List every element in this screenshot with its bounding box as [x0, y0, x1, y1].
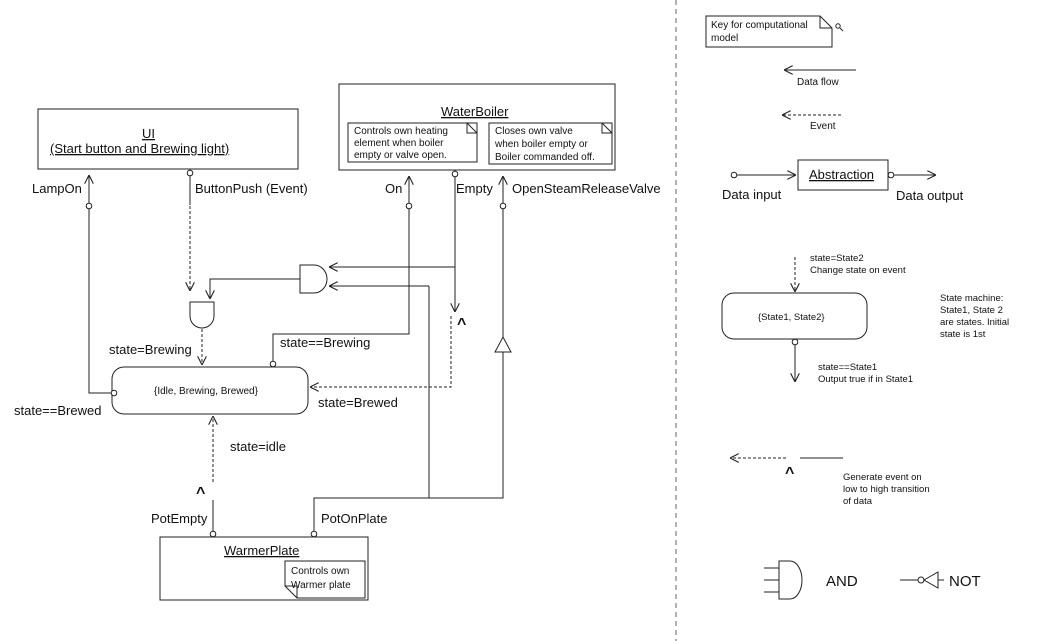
- key-state-machine: state=State2 Change state on event {Stat…: [721, 253, 1009, 385]
- button-push-flow: ButtonPush (Event): [187, 169, 308, 291]
- water-boiler-note1-line1: Controls own heating: [354, 126, 448, 137]
- water-boiler-note2-line2: when boiler empty or: [494, 139, 588, 150]
- key-sm-desc-line4: state is 1st: [940, 329, 986, 340]
- warmer-plate-note-frame: [284, 560, 366, 599]
- key-abstraction-label: Abstraction: [809, 167, 874, 182]
- key-and-label: AND: [826, 573, 858, 590]
- empty-rising-edge: ^: [457, 316, 466, 333]
- key-sm-output-line2: Output true if in State1: [818, 374, 913, 385]
- pot-empty-rising-edge: ^: [196, 485, 205, 502]
- key-sm-desc-line1: State machine:: [940, 293, 1003, 304]
- water-boiler-note2-frame: [488, 122, 613, 165]
- key-data-input-label: Data input: [722, 187, 782, 202]
- key-title-line2: model: [711, 33, 738, 44]
- key-gen-event-line2: low to high transition: [843, 484, 930, 495]
- pot-empty-flow: ^ PotEmpty state=idle: [151, 416, 286, 538]
- key-data-flow-label: Data flow: [797, 77, 839, 88]
- lamp-on-label: LampOn: [32, 181, 82, 196]
- water-boiler-note2-line3: Boiler commanded off.: [495, 152, 595, 163]
- water-boiler-note1-line2: element when boiler: [354, 138, 444, 149]
- state-machine-states: {Idle, Brewing, Brewed}: [154, 386, 259, 397]
- key-sm-change-line2: Change state on event: [810, 265, 906, 276]
- key-title-line1: Key for computational: [711, 20, 808, 31]
- state-eq-brewing-label: state==Brewing: [280, 335, 370, 350]
- key-title-note: Key for computational model: [705, 15, 844, 48]
- pot-on-plate-label: PotOnPlate: [321, 511, 388, 526]
- ui-box: UI (Start button and Brewing light): [37, 108, 299, 170]
- water-boiler-note1-frame: [347, 122, 478, 163]
- not-gate: [494, 335, 512, 353]
- key-not: NOT: [900, 571, 981, 590]
- state-machine: {Idle, Brewing, Brewed}: [111, 366, 309, 415]
- key-gen-event-line1: Generate event on: [843, 472, 922, 483]
- lamp-on-flow: LampOn state==Brewed: [14, 175, 118, 418]
- key-and: AND: [764, 560, 858, 600]
- on-label: On: [385, 181, 402, 196]
- key-generate-event: ^ Generate event on low to high transiti…: [730, 458, 930, 507]
- water-boiler-note1-line3: empty or valve open.: [354, 150, 447, 161]
- empty-label: Empty: [456, 181, 493, 196]
- water-boiler-note2-line1: Closes own valve: [495, 126, 573, 137]
- water-boiler-title: WaterBoiler: [441, 104, 509, 119]
- key-data-output-label: Data output: [896, 188, 964, 203]
- state-brewing-label: state=Brewing: [109, 342, 192, 357]
- key-event-label: Event: [810, 121, 836, 132]
- ui-subtitle: (Start button and Brewing light): [50, 141, 229, 156]
- key-abstraction: Abstraction Data input Data output: [722, 159, 964, 203]
- key-sm-output-line1: state==State1: [818, 362, 877, 373]
- gate-upper-to-gate-lower: [210, 278, 300, 299]
- state-brewed-label: state=Brewed: [318, 395, 398, 410]
- pot-empty-label: PotEmpty: [151, 511, 208, 526]
- button-push-label: ButtonPush (Event): [195, 181, 308, 196]
- and-gate-lower: [189, 301, 215, 329]
- ui-title: UI: [142, 126, 155, 141]
- state-idle-label: state=idle: [230, 439, 286, 454]
- key-rising-edge: ^: [785, 465, 794, 482]
- on-flow: On state==Brewing: [269, 176, 412, 368]
- warmer-plate-title: WarmerPlate: [224, 543, 299, 558]
- empty-flow: Empty ^ state=Brewed: [310, 170, 493, 410]
- warmer-plate-note-line2: Warmer plate: [291, 580, 351, 591]
- key-not-label: NOT: [949, 573, 981, 590]
- key-gen-event-line3: of data: [843, 496, 873, 507]
- key-sm-change-line1: state=State2: [810, 253, 864, 264]
- state-eq-brewed-label: state==Brewed: [14, 403, 101, 418]
- key-event: Event: [782, 115, 841, 132]
- warmer-plate-note-line1: Controls own: [291, 566, 349, 577]
- warmer-plate-box: WarmerPlate Controls own Warmer plate: [159, 536, 369, 601]
- open-steam-flow: OpenSteamReleaseValve: [428, 176, 661, 499]
- key-sm-states: {State1, State2}: [758, 312, 825, 323]
- water-boiler-box: WaterBoiler Controls own heating element…: [338, 83, 616, 171]
- open-steam-label: OpenSteamReleaseValve: [512, 181, 661, 196]
- key-data-flow: Data flow: [784, 70, 856, 88]
- and-gate-upper: [299, 264, 328, 294]
- pot-on-plate-flow: PotOnPlate: [310, 497, 429, 538]
- key-sm-desc-line2: State1, State 2: [940, 305, 1003, 316]
- key-sm-desc-line3: are states. Initial: [940, 317, 1009, 328]
